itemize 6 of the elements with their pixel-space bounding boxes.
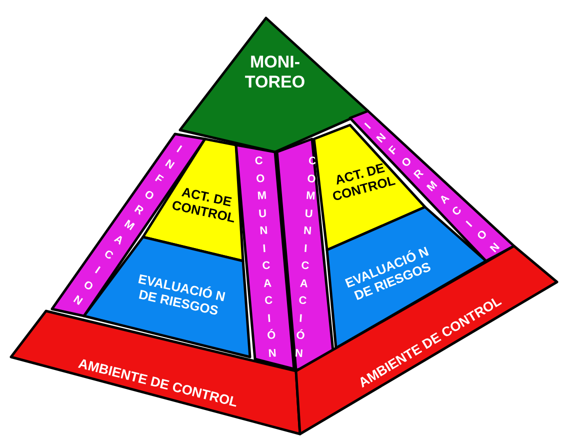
vertical-label: COMUNICACIÓN	[254, 154, 276, 362]
pyramid-section	[236, 145, 294, 369]
section-label: MONI- TOREO	[244, 52, 306, 92]
section-label: ACT. DE CONTROL	[170, 183, 238, 228]
pyramid-section	[277, 139, 334, 370]
pyramid-section	[84, 237, 250, 357]
